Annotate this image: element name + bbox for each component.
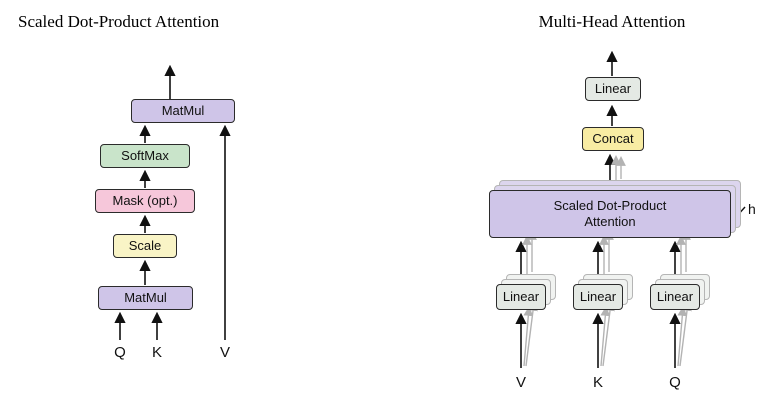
arrow-input-q-ghost2	[679, 301, 692, 367]
linear-output-box: Linear	[585, 77, 641, 101]
left-diagram-title: Scaled Dot-Product Attention	[18, 12, 220, 31]
q-input-label-right: Q	[669, 374, 681, 391]
linear-q-box: Linear	[650, 284, 700, 310]
scale-box: Scale	[113, 234, 177, 258]
arrow-input-v-ghost1	[523, 306, 534, 367]
attention-box-line1: Scaled Dot-Product	[553, 197, 667, 213]
arrow-input-v-ghost2	[525, 301, 538, 367]
linear-k-box: Linear	[573, 284, 623, 310]
concat-box: Concat	[582, 127, 644, 151]
heads-count-label: h	[748, 201, 756, 217]
k-input-label-right: K	[592, 374, 603, 391]
right-diagram-title: Multi-Head Attention	[538, 12, 686, 31]
matmul-top-box: MatMul	[131, 99, 235, 123]
arrow-input-q-ghost1	[677, 306, 688, 367]
attention-box-line2: Attention	[584, 214, 636, 229]
softmax-box: SoftMax	[100, 144, 190, 168]
k-input-label: K	[151, 344, 162, 361]
mask-box: Mask (opt.)	[95, 189, 195, 213]
v-input-label-right: V	[515, 374, 526, 391]
v-input-label: V	[219, 344, 230, 361]
scaled-dot-product-attention-box: Scaled Dot-Product Attention	[489, 190, 731, 238]
arrow-input-k-ghost2	[602, 301, 615, 367]
arrow-input-k-ghost1	[600, 306, 611, 367]
q-input-label: Q	[114, 344, 126, 361]
linear-v-box: Linear	[496, 284, 546, 310]
matmul-bottom-box: MatMul	[98, 286, 193, 310]
